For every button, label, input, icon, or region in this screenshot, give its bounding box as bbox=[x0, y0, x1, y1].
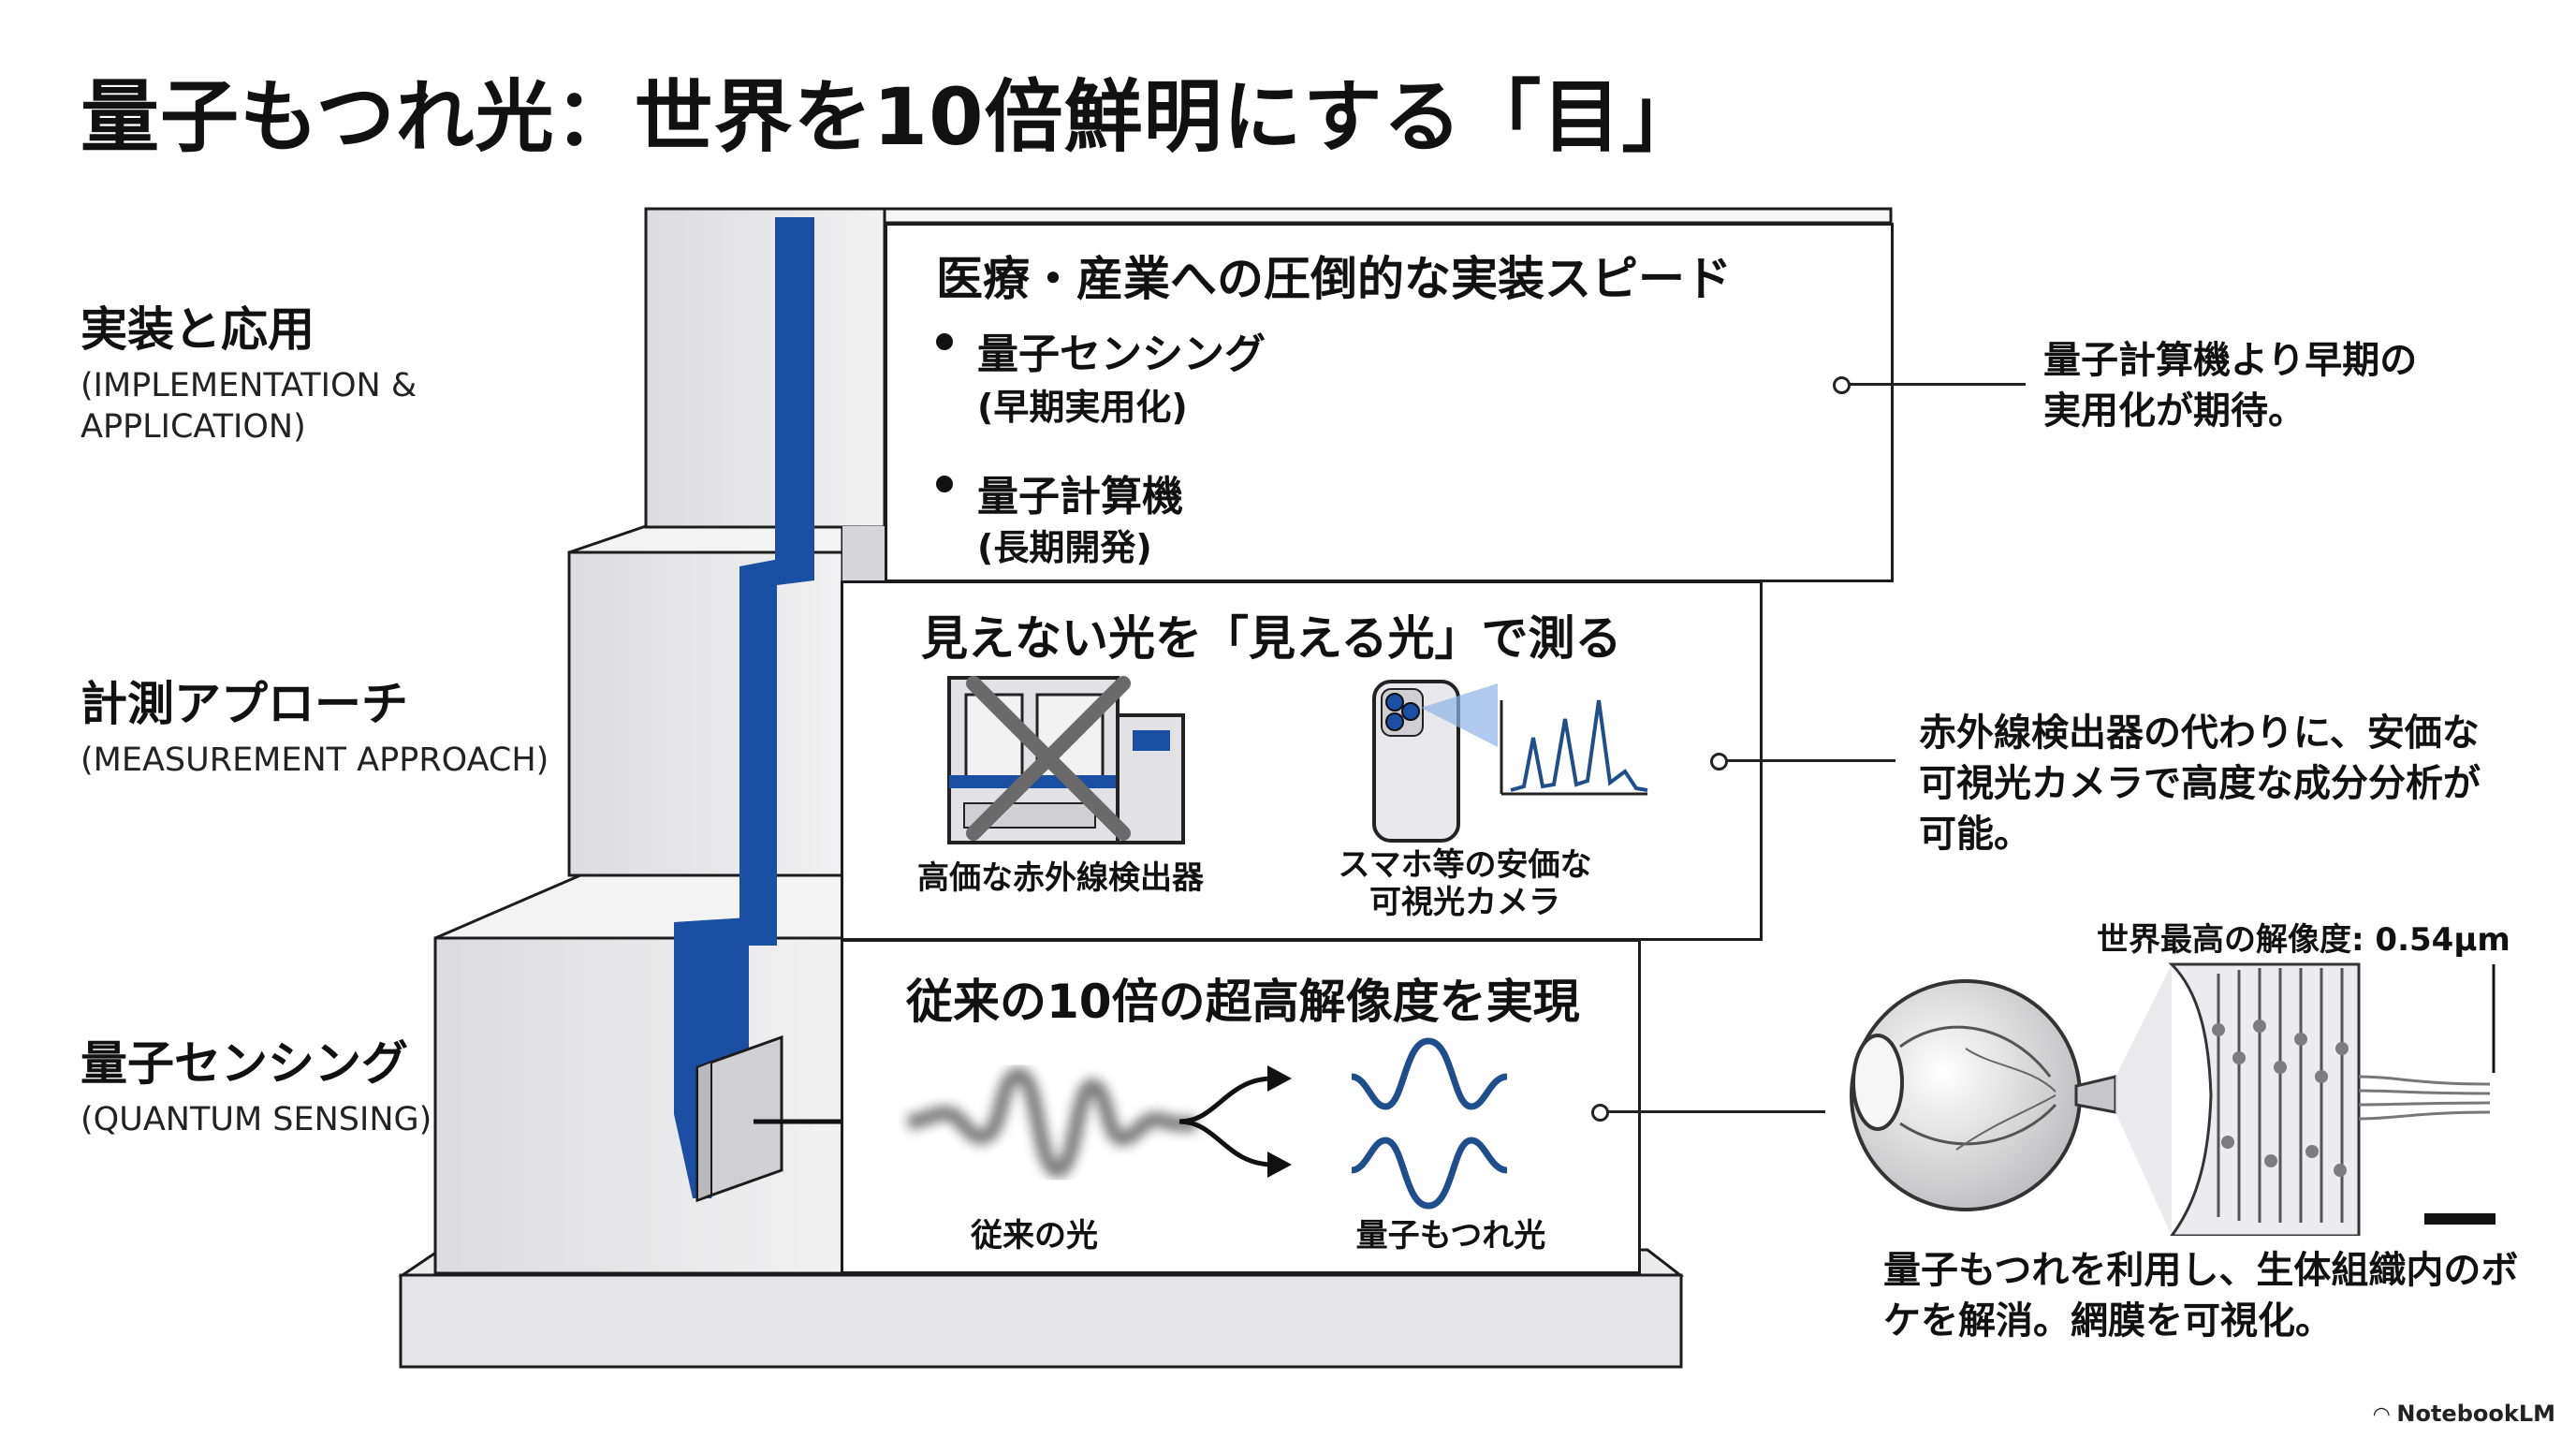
leader-dot bbox=[1591, 1104, 1609, 1122]
entangled-light-wave-lower bbox=[1351, 1137, 1508, 1210]
layer-jp: 実装と応用 bbox=[80, 302, 315, 357]
bullet-dot bbox=[936, 333, 953, 350]
smartphone-camera-icon bbox=[1372, 680, 1648, 843]
leader-line bbox=[1727, 759, 1895, 762]
blue-channel-middle bbox=[739, 566, 777, 922]
bullet-quantum-computer: 量子計算機 bbox=[977, 473, 1183, 521]
card-implementation bbox=[885, 223, 1894, 582]
leader-line bbox=[1850, 383, 2026, 386]
bullet-sub: (長期開発) bbox=[977, 527, 1152, 568]
bottom-step-top bbox=[434, 873, 844, 940]
ir-detector-icon bbox=[947, 676, 1185, 844]
notebooklm-watermark: ◠ NotebookLM bbox=[2374, 1401, 2555, 1427]
blue-channel-top bbox=[775, 217, 814, 573]
layer-label-quantum-sensing: 量子センシング (QUANTUM SENSING) bbox=[80, 1026, 432, 1140]
leader-dot bbox=[1833, 376, 1851, 394]
conventional-light-wave bbox=[907, 1067, 1197, 1179]
resolution-label: 世界最高の解像度: 0.54μm bbox=[2097, 921, 2510, 959]
middle-step-side bbox=[567, 550, 844, 877]
bullet-dot bbox=[936, 476, 953, 492]
leader-dot bbox=[1710, 753, 1728, 770]
card-heading: 見えない光を「見える光」で測る bbox=[921, 611, 1622, 666]
measurement-illustration bbox=[947, 676, 1648, 844]
scale-bar bbox=[2424, 1213, 2496, 1225]
caption-conventional-light: 従来の光 bbox=[971, 1217, 1098, 1255]
eye-retina-illustration bbox=[1850, 962, 2496, 1236]
layer-en: (IMPLEMENTATION & APPLICATION) bbox=[80, 367, 417, 446]
layer-label-measurement: 計測アプローチ (MEASUREMENT APPROACH) bbox=[80, 667, 549, 781]
caption-smartphone: スマホ等の安価な可視光カメラ bbox=[1338, 846, 1592, 921]
top-step-side bbox=[644, 207, 886, 529]
retina-layers-icon bbox=[2168, 962, 2491, 1236]
footer-text: NotebookLM bbox=[2396, 1401, 2555, 1427]
wave-comparison-illustration bbox=[907, 1037, 1508, 1210]
card-heading: 従来の10倍の超高解像度を実現 bbox=[906, 975, 1580, 1029]
layer-en: (QUANTUM SENSING) bbox=[80, 1101, 432, 1138]
note-quantum-sensing: 量子もつれを利用し、生体組織内のボケを解消。網膜を可視化。 bbox=[1883, 1249, 2519, 1343]
layer-label-implementation: 実装と応用 (IMPLEMENTATION & APPLICATION) bbox=[80, 292, 474, 448]
notebooklm-logo-icon: ◠ bbox=[2373, 1403, 2397, 1427]
layer-jp: 量子センシング bbox=[80, 1036, 408, 1091]
base-slab-front bbox=[399, 1273, 1683, 1369]
entangled-light-wave-upper bbox=[1351, 1037, 1508, 1110]
page-title: 量子もつれ光：世界を10倍鮮明にする「目」 bbox=[80, 71, 1702, 163]
note-implementation: 量子計算機より早期の実用化が期待。 bbox=[2043, 339, 2418, 433]
note-measurement: 赤外線検出器の代わりに、安価な可視光カメラで高度な成分分析が可能。 bbox=[1919, 712, 2481, 856]
bullet-quantum-sensing: 量子センシング bbox=[977, 330, 1266, 378]
caption-ir-detector: 高価な赤外線検出器 bbox=[917, 859, 1204, 897]
leader-line bbox=[1608, 1110, 1825, 1113]
bullet-sub: (早期実用化) bbox=[977, 387, 1188, 428]
layer-jp: 計測アプローチ bbox=[80, 677, 408, 731]
caption-entangled-light: 量子もつれ光 bbox=[1355, 1217, 1546, 1255]
eyeball-icon bbox=[1850, 979, 2117, 1211]
layer-en: (MEASUREMENT APPROACH) bbox=[80, 741, 549, 779]
card-quantum-sensing bbox=[841, 939, 1641, 1274]
card-heading: 医療・産業への圧倒的な実装スピード bbox=[936, 252, 1732, 306]
